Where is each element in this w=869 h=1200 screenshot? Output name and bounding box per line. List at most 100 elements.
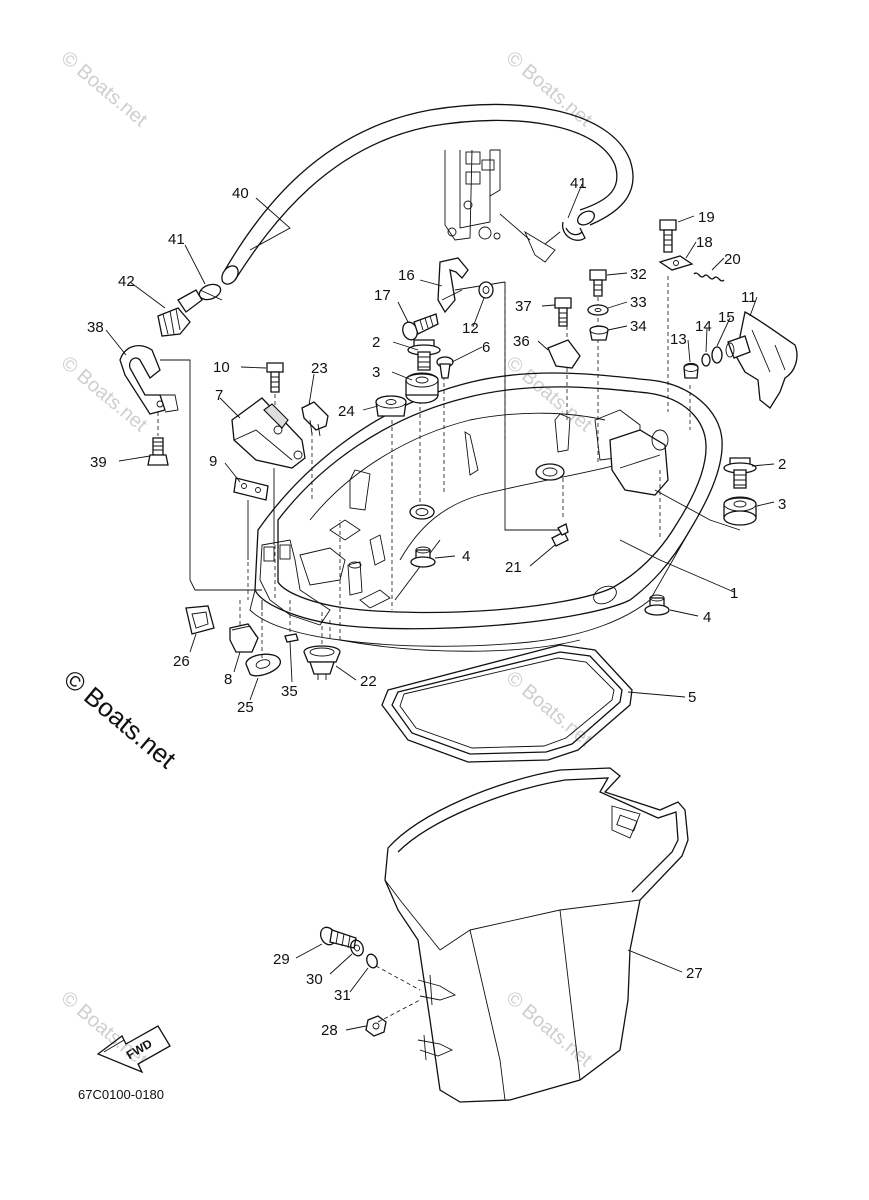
part-label-34: 34 bbox=[630, 318, 647, 335]
cover-7 bbox=[231, 397, 306, 469]
leader-lines bbox=[105, 183, 775, 1031]
part-label-24: 24 bbox=[338, 403, 355, 420]
grommet-26 bbox=[185, 605, 215, 635]
watermark: © Boats.net bbox=[57, 47, 152, 131]
plug-25 bbox=[245, 653, 281, 677]
screw-21 bbox=[551, 523, 569, 547]
plate-36 bbox=[547, 339, 581, 369]
grommet-34 bbox=[589, 325, 609, 341]
grommet-24 bbox=[375, 395, 407, 417]
holder-8 bbox=[229, 623, 259, 653]
part-label-8: 8 bbox=[224, 671, 232, 688]
part-label-17: 17 bbox=[374, 287, 391, 304]
part-label-39: 39 bbox=[90, 454, 107, 471]
bolt-32 bbox=[589, 269, 607, 297]
fitting-42 bbox=[157, 289, 203, 337]
part-label-35: 35 bbox=[281, 683, 298, 700]
grommet-13 bbox=[683, 362, 699, 379]
part-label-23: 23 bbox=[311, 360, 328, 377]
grommet-9 bbox=[233, 477, 269, 501]
spring-20 bbox=[693, 272, 725, 282]
part-label-19: 19 bbox=[698, 209, 715, 226]
part-label-11: 11 bbox=[741, 289, 757, 306]
bolt-17 bbox=[402, 313, 439, 341]
part-label-42: 42 bbox=[118, 273, 135, 290]
watermark: © Boats.net bbox=[502, 987, 597, 1071]
engine-bracket-sketch bbox=[444, 149, 561, 263]
bolt-10 bbox=[266, 362, 284, 393]
part-label-2: 2 bbox=[778, 456, 786, 473]
part-label-16: 16 bbox=[398, 267, 415, 284]
bottom-cowling-1 bbox=[249, 372, 723, 652]
plate-18 bbox=[658, 255, 694, 271]
bolt-37 bbox=[554, 297, 572, 327]
bolt-29 bbox=[319, 926, 357, 949]
ring-15 bbox=[711, 346, 723, 364]
part-labels: 40 41 41 42 38 39 10 7 23 9 16 17 12 2 6… bbox=[87, 175, 786, 1039]
part-label-36: 36 bbox=[513, 333, 530, 350]
bracket-16 bbox=[437, 257, 469, 314]
part-label-37: 37 bbox=[515, 298, 532, 315]
part-label-10: 10 bbox=[213, 359, 230, 376]
collar-4-left bbox=[410, 546, 436, 568]
part-label-7: 7 bbox=[215, 387, 223, 404]
clamp-41-right bbox=[562, 221, 586, 241]
clip-23 bbox=[301, 401, 329, 437]
part-label-22: 22 bbox=[360, 673, 377, 690]
part-label-33: 33 bbox=[630, 294, 647, 311]
bolt-19 bbox=[659, 219, 677, 253]
part-label-4: 4 bbox=[703, 609, 711, 626]
part-label-12: 12 bbox=[462, 320, 479, 337]
nut-28 bbox=[365, 1015, 387, 1037]
diagram-code: 67C0100-0180 bbox=[78, 1087, 164, 1102]
washer-31 bbox=[366, 953, 378, 969]
plate-35 bbox=[284, 633, 299, 643]
part-label-41: 41 bbox=[168, 231, 185, 248]
part-label-3: 3 bbox=[778, 496, 786, 513]
part-label-5: 5 bbox=[688, 689, 696, 706]
part-label-40: 40 bbox=[232, 185, 249, 202]
part-label-18: 18 bbox=[696, 234, 713, 251]
watermark: © Boats.net bbox=[502, 667, 597, 751]
lever-11 bbox=[725, 311, 798, 409]
part-label-6: 6 bbox=[482, 339, 490, 356]
part-label-25: 25 bbox=[237, 699, 254, 716]
bolt-2-right bbox=[723, 457, 757, 489]
ring-14 bbox=[701, 353, 711, 367]
screw-6 bbox=[436, 356, 454, 379]
hose-40 bbox=[221, 103, 634, 285]
watermark-main: © Boats.net bbox=[58, 664, 182, 775]
collar-4-right bbox=[644, 594, 670, 616]
part-label-31: 31 bbox=[334, 987, 351, 1004]
bracket-38 bbox=[119, 345, 179, 415]
apron-27 bbox=[384, 767, 689, 1103]
part-label-14: 14 bbox=[695, 318, 712, 335]
washer-12 bbox=[478, 281, 494, 299]
part-label-15: 15 bbox=[718, 309, 735, 326]
part-label-30: 30 bbox=[306, 971, 323, 988]
bolt-39 bbox=[147, 437, 169, 466]
part-label-38: 38 bbox=[87, 319, 104, 336]
seal-5 bbox=[381, 644, 633, 763]
washer-33 bbox=[587, 304, 609, 316]
part-label-26: 26 bbox=[173, 653, 190, 670]
watermark: © Boats.net bbox=[57, 987, 152, 1071]
part-label-21: 21 bbox=[505, 559, 522, 576]
part-label-27: 27 bbox=[686, 965, 703, 982]
nozzle-22 bbox=[303, 645, 341, 680]
part-label-3: 3 bbox=[372, 364, 380, 381]
part-label-20: 20 bbox=[724, 251, 741, 268]
bolt-2-left bbox=[407, 339, 441, 371]
part-label-32: 32 bbox=[630, 266, 647, 283]
part-label-41: 41 bbox=[570, 175, 587, 192]
part-label-9: 9 bbox=[209, 453, 217, 470]
bushing-3-left bbox=[405, 372, 439, 404]
part-label-4: 4 bbox=[462, 548, 470, 565]
part-label-29: 29 bbox=[273, 951, 290, 968]
part-label-28: 28 bbox=[321, 1022, 338, 1039]
bushing-3-right bbox=[723, 496, 757, 526]
part-label-2: 2 bbox=[372, 334, 380, 351]
part-label-13: 13 bbox=[670, 331, 687, 348]
part-label-1: 1 bbox=[730, 585, 738, 602]
